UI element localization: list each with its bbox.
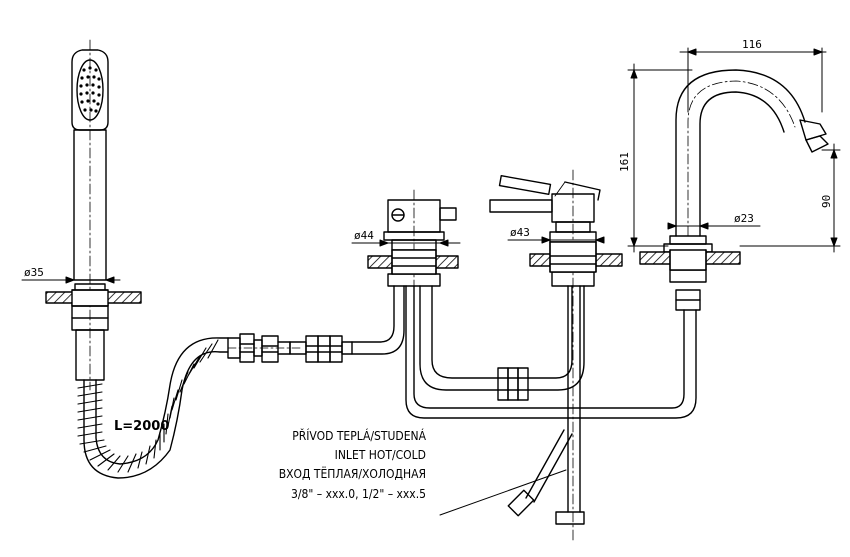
dim-shower-diameter: ø35 [24,266,44,279]
hose-length-label: L=2000 [114,419,169,434]
dim-valve2-diameter: ø43 [510,226,530,239]
shower-hose [77,337,229,479]
dimension-lines [21,47,841,284]
inlet-note-line1: PŘÍVOD TEPLÁ/STUDENÁ [292,428,426,443]
dim-spout-outlet-height: 90 [820,195,833,208]
inlet-note-line3: ВХОД ТЁПЛАЯ/ХОЛОДНАЯ [279,466,426,481]
inlet-note-line2: INLET HOT/COLD [335,448,426,462]
inlet-note-line4: 3/8" – xxx.0, 1/2" – xxx.5 [291,487,426,501]
hand-shower [71,39,109,391]
hose-coupling-right [289,335,353,363]
dim-spout-height: 161 [618,152,631,172]
connection-pipes [351,285,697,525]
inlet-note: PŘÍVOD TEPLÁ/STUDENÁ INLET HOT/COLD ВХОД… [279,428,427,501]
hose-coupling [227,333,301,363]
bath-spout [663,69,829,311]
dim-valve1-diameter: ø44 [354,229,374,242]
dim-spout-reach: 116 [742,38,762,51]
dim-spout-diameter: ø23 [734,212,754,225]
shower-nozzles [79,66,101,113]
